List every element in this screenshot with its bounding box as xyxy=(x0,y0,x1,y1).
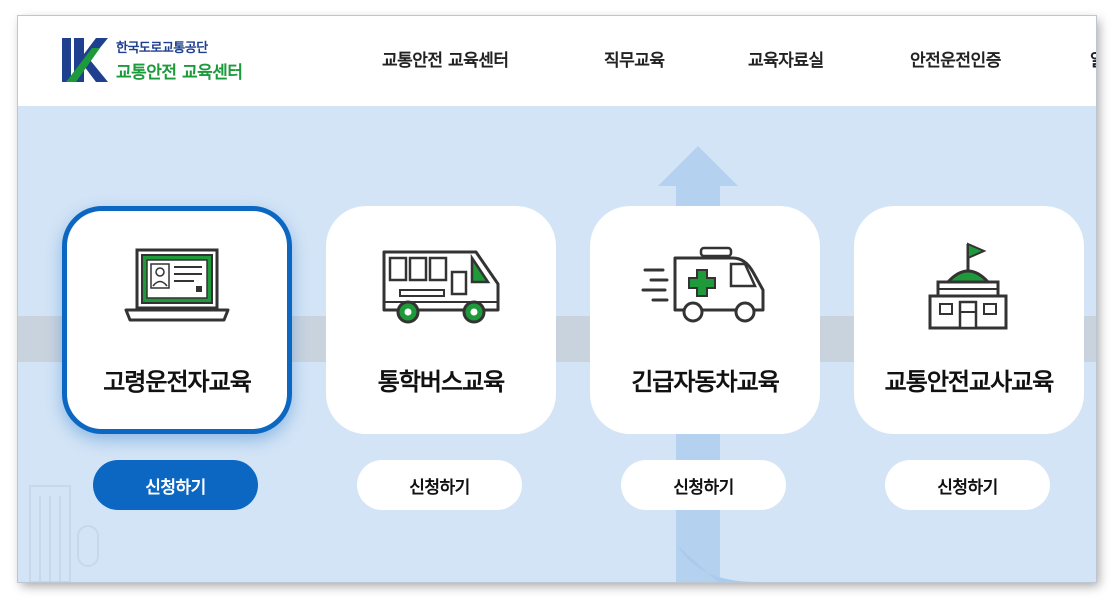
nav-item-safety-center[interactable]: 교통안전 교육센터 xyxy=(382,51,509,71)
nav-item-truncated[interactable]: 알 xyxy=(1090,46,1096,71)
nav-item-job-training[interactable]: 직무교육 xyxy=(604,51,665,71)
site-logo[interactable]: 한국도로교통공단 교통안전 교육센터 xyxy=(62,36,272,86)
apply-button-school-bus[interactable]: 신청하기 xyxy=(357,460,522,510)
course-card-safety-teacher[interactable]: 교통안전교사교육 xyxy=(854,206,1084,434)
course-title: 교통안전교사교육 xyxy=(884,368,1055,396)
course-title: 긴급자동차교육 xyxy=(631,368,780,396)
site-header: 한국도로교통공단 교통안전 교육센터 교통안전 교육센터 직무교육 교육자료실 … xyxy=(18,16,1096,106)
school-bus-icon xyxy=(382,250,500,324)
course-title: 고령운전자교육 xyxy=(103,368,252,396)
course-card-elderly-driver[interactable]: 고령운전자교육 xyxy=(62,206,292,434)
browser-viewport: 한국도로교통공단 교통안전 교육센터 교통안전 교육센터 직무교육 교육자료실 … xyxy=(18,16,1096,582)
nav-item-resources[interactable]: 교육자료실 xyxy=(748,51,824,71)
school-building-icon xyxy=(928,242,1008,330)
computer-id-card-icon xyxy=(124,248,230,322)
main-navigation: 교통안전 교육센터 직무교육 교육자료실 안전운전인증 알 xyxy=(18,46,1096,72)
logo-organization-text: 한국도로교통공단 xyxy=(116,41,208,56)
nav-item-safe-driving-cert[interactable]: 안전운전인증 xyxy=(910,51,1001,71)
ambulance-icon xyxy=(641,246,765,323)
course-title: 통학버스교육 xyxy=(377,368,505,396)
course-card-school-bus[interactable]: 통학버스교육 xyxy=(326,206,556,434)
kotsa-logo-icon xyxy=(62,38,108,82)
apply-button-emergency-vehicle[interactable]: 신청하기 xyxy=(621,460,786,510)
logo-site-name: 교통안전 교육센터 xyxy=(116,63,243,83)
apply-button-elderly-driver[interactable]: 신청하기 xyxy=(93,460,258,510)
apply-button-safety-teacher[interactable]: 신청하기 xyxy=(885,460,1050,510)
course-card-emergency-vehicle[interactable]: 긴급자동차교육 xyxy=(590,206,820,434)
